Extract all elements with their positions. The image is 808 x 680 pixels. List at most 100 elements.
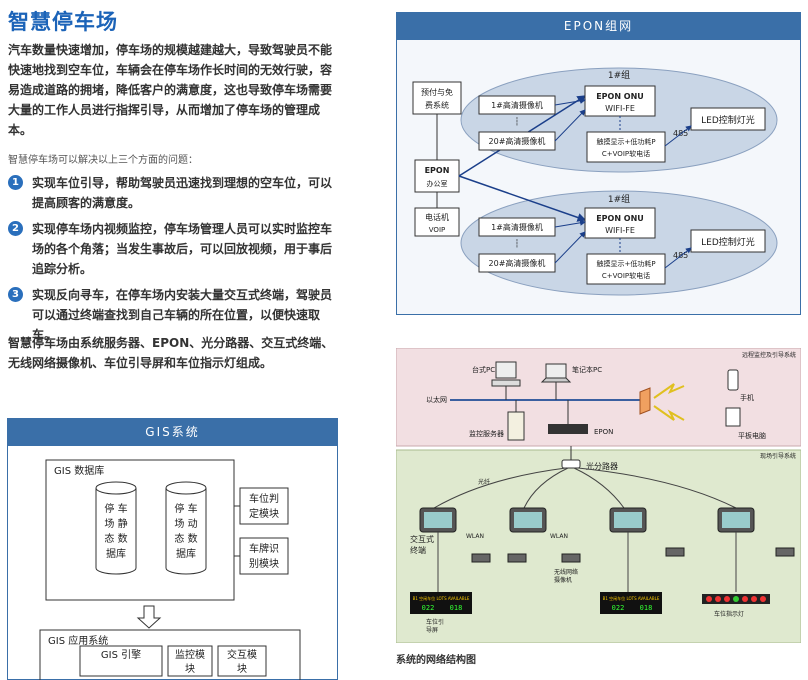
svg-text:停 车: 停 车 <box>104 502 127 515</box>
server-icon <box>507 411 525 441</box>
svg-text:平板电脑: 平板电脑 <box>738 431 766 440</box>
svg-text:场 动: 场 动 <box>174 517 197 530</box>
svg-text:1#组: 1#组 <box>608 193 630 205</box>
gis-header: GIS系统 <box>8 419 337 446</box>
laptop-icon <box>540 363 572 383</box>
list-item-text: 实现车位引导，帮助驾驶员迅速找到理想的空车位，可以提高顾客的满意度。 <box>32 176 333 210</box>
tablet-icon <box>725 407 741 427</box>
gis-app-frame <box>39 629 301 680</box>
svg-text:别模块: 别模块 <box>249 558 279 570</box>
list-item-text: 实现停车场内视频监控，停车场管理人员可以实时监控车场的各个角落；当发生事故后，可… <box>32 222 333 276</box>
svg-text:终端: 终端 <box>410 545 426 555</box>
remote-zone <box>396 348 801 447</box>
indicator-lamps <box>702 594 770 604</box>
svg-text:EPON: EPON <box>594 428 613 436</box>
wireless-ap-icon <box>639 387 651 415</box>
svg-text:022: 022 <box>422 604 435 612</box>
voip-phone-box <box>414 207 460 237</box>
svg-text:台式PC: 台式PC <box>472 365 495 374</box>
svg-text:据库: 据库 <box>176 547 196 560</box>
svg-text:C+VOIP软电话: C+VOIP软电话 <box>602 149 650 158</box>
svg-text:1#高清摄像机: 1#高清摄像机 <box>491 100 543 110</box>
svg-text:WLAN: WLAN <box>466 533 484 540</box>
svg-text:EPON ONU: EPON ONU <box>596 92 644 101</box>
svg-text:C+VOIP软电话: C+VOIP软电话 <box>602 271 650 280</box>
down-arrow <box>136 605 162 629</box>
svg-text:态 数: 态 数 <box>174 532 197 545</box>
svg-text:电话机: 电话机 <box>425 212 449 222</box>
splitter-icon <box>561 459 581 469</box>
camera-icon <box>471 547 795 563</box>
gis-db-label: GIS 数据库 <box>54 464 104 477</box>
svg-text:远程监控及引导系统: 远程监控及引导系统 <box>742 351 796 359</box>
svg-text:┆: ┆ <box>515 116 520 126</box>
number-badge: 1 <box>8 175 23 190</box>
svg-text:WIFI-FE: WIFI-FE <box>605 226 635 235</box>
svg-text:监控模: 监控模 <box>175 648 205 661</box>
static-db-cylinder: 停 车 场 静 态 数 据库 <box>95 481 137 575</box>
svg-text:现场引导系统: 现场引导系统 <box>760 452 796 460</box>
svg-text:态 数: 态 数 <box>104 532 127 545</box>
svg-text:费系统: 费系统 <box>425 100 449 110</box>
number-badge: 3 <box>8 287 23 302</box>
svg-text:WIFI-FE: WIFI-FE <box>605 104 635 113</box>
kiosk-terminal <box>609 507 647 533</box>
svg-text:车牌识: 车牌识 <box>249 542 279 555</box>
gis-diagram: GIS系统 GIS 数据库 停 车 场 静 态 数 据库 停 车 场 动 态 数… <box>7 418 338 680</box>
svg-text:停 车: 停 车 <box>174 502 197 515</box>
svg-text:B1 空闲车位 LOTS AVAILABLE: B1 空闲车位 LOTS AVAILABLE <box>413 595 470 601</box>
plate-judge-module <box>239 487 289 525</box>
svg-text:1#组: 1#组 <box>608 69 630 81</box>
wireless-signal-icon <box>653 405 685 421</box>
onu-box <box>584 207 656 239</box>
svg-text:车位引: 车位引 <box>426 618 444 626</box>
svg-text:LED控制灯光: LED控制灯光 <box>701 236 755 248</box>
gis-db-frame <box>45 459 235 601</box>
gis-diagram-svg: GIS 数据库 停 车 场 静 态 数 据库 停 车 场 动 态 数 据库 车位… <box>39 459 301 680</box>
svg-text:VOIP: VOIP <box>429 226 445 234</box>
svg-text:手机: 手机 <box>740 393 754 402</box>
svg-text:车位判: 车位判 <box>249 492 279 505</box>
svg-text:1#高清摄像机: 1#高清摄像机 <box>491 222 543 232</box>
svg-text:018: 018 <box>450 604 463 612</box>
page-title: 智慧停车场 <box>8 10 118 34</box>
epon-diagram-svg: 1#组 1#组 预付与免 费系统 EPON 办公室 电话机 VOIP 1#高清摄… <box>412 67 778 296</box>
gis-app-label: GIS 应用系统 <box>48 634 108 647</box>
interact-module <box>217 645 267 677</box>
led-control-box <box>690 107 766 131</box>
svg-text:EPON: EPON <box>425 166 450 175</box>
terminal-box <box>586 253 666 285</box>
svg-text:预付与免: 预付与免 <box>421 87 453 97</box>
svg-text:块: 块 <box>185 663 195 675</box>
guide-screen: B1 空闲车位 LOTS AVAILABLE 022 018 <box>410 592 472 614</box>
epon-header: EPON组网 <box>397 13 800 40</box>
onu-box <box>584 85 656 117</box>
lead-text: 智慧停车场可以解决以上三个方面的问题： <box>8 155 198 166</box>
svg-text:场 静: 场 静 <box>104 517 127 530</box>
figure-caption: 系统的网络结构图 <box>396 655 476 666</box>
svg-text:WLAN: WLAN <box>550 533 568 540</box>
svg-text:018: 018 <box>640 604 653 612</box>
svg-text:交互式: 交互式 <box>410 534 434 544</box>
terminal-box <box>586 131 666 163</box>
network-diagram: 远程监控及引导系统 现场引导系统 以太网 台式PC 笔记本PC 监控服务器 EP… <box>396 348 801 643</box>
svg-text:据库: 据库 <box>106 547 126 560</box>
guide-screen: B1 空闲车位 LOTS AVAILABLE 022 018 <box>600 592 662 614</box>
svg-text:022: 022 <box>612 604 625 612</box>
kiosk-terminal <box>509 507 547 533</box>
intro-paragraph: 汽车数量快速增加，停车场的规模越建越大，导致驾驶员不能快速地找到空车位，车辆会在… <box>8 43 333 137</box>
kiosk-terminal <box>717 507 755 533</box>
gis-engine-box <box>79 645 163 677</box>
led-control-box <box>690 229 766 253</box>
number-badge: 2 <box>8 221 23 236</box>
summary-paragraph: 智慧停车场由系统服务器、EPON、光分路器、交互式终端、无线网络摄像机、车位引导… <box>8 336 334 370</box>
svg-text:以太网: 以太网 <box>426 395 447 404</box>
svg-text:块: 块 <box>237 663 247 675</box>
svg-text:触摸显示+低功耗P: 触摸显示+低功耗P <box>596 259 655 268</box>
epon-diagram: EPON组网 1#组 1#组 预付与免 费系统 EPON 办公室 电话机 VOI… <box>396 12 801 315</box>
svg-text:20#高清摄像机: 20#高清摄像机 <box>489 258 546 268</box>
list-item-text: 实现反向寻车，在停车场内安装大量交互式终端，驾驶员可以通过终端查找到自己车辆的所… <box>32 288 333 342</box>
svg-text:办公室: 办公室 <box>427 179 448 188</box>
phone-icon <box>727 369 739 391</box>
